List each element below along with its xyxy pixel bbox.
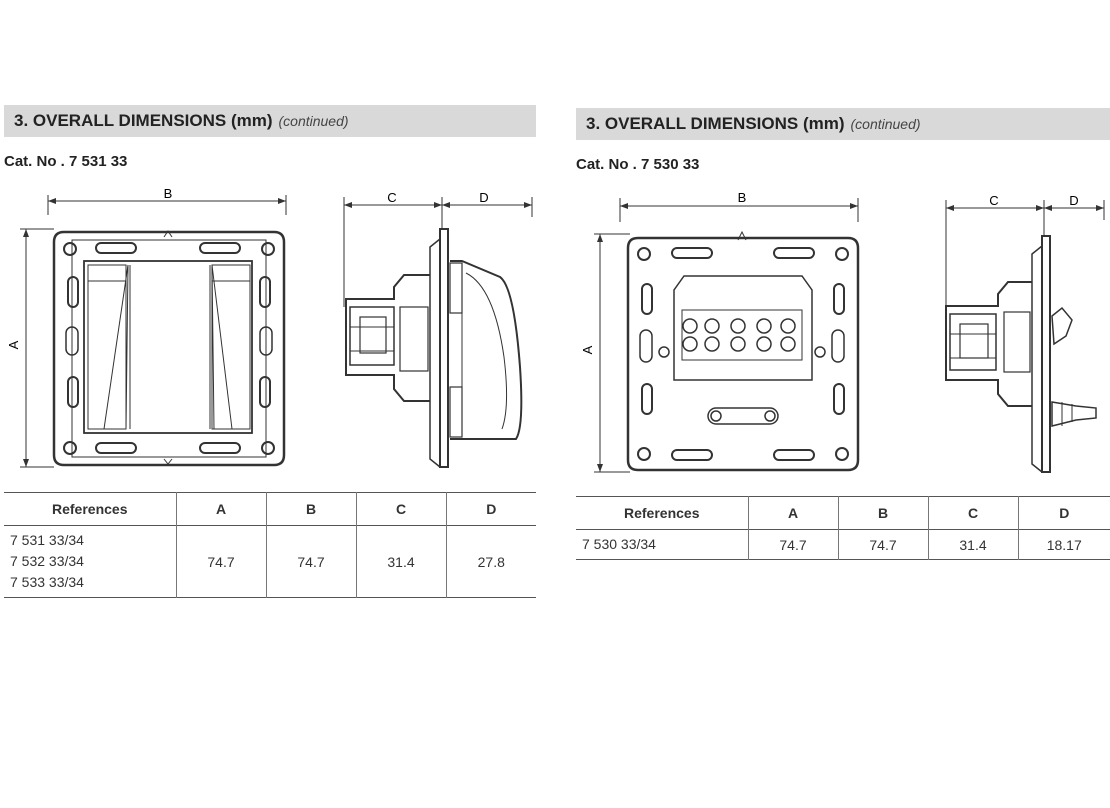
dimension-drawing: B A [4,177,536,477]
switch-side-view [345,228,523,468]
dim-label-c: C [387,190,396,205]
mechanism-front-view [626,230,860,472]
references-cell: 7 530 33/34 [576,530,748,560]
switch-drawing: B A [6,186,533,468]
value-d: 18.17 [1017,529,1110,560]
value-a: 74.7 [175,525,266,598]
reference-item: 7 533 33/34 [10,574,84,590]
dim-label-d: D [1069,193,1078,208]
reference-item: 7 532 33/34 [10,553,84,569]
reference-item: 7 530 33/34 [582,536,656,552]
dim-label-b: B [738,190,747,205]
section-continued: (continued) [278,113,349,129]
value-a: 74.7 [747,529,838,560]
references-cell: 7 531 33/34 7 532 33/34 7 533 33/34 [4,526,176,598]
header-c: C [355,492,446,526]
panel-cat-7-531-33: 3. OVERALL DIMENSIONS (mm) (continued) C… [4,105,536,598]
reference-item: 7 531 33/34 [10,532,84,548]
dimensions-table: References A B C D 7 531 33/34 7 532 33/… [4,492,536,598]
mechanism-drawing: B A [580,190,1105,473]
dim-label-c: C [989,193,998,208]
table-header-row: References A B C D [4,492,536,526]
header-d: D [445,492,536,526]
value-b: 74.7 [837,529,928,560]
table-row: 7 531 33/34 7 532 33/34 7 533 33/34 74.7… [4,525,536,598]
value-b: 74.7 [265,525,356,598]
header-d: D [1017,496,1110,530]
dim-label-a: A [6,340,21,349]
dimension-drawing: B A [576,180,1110,480]
panel-cat-7-530-33: 3. OVERALL DIMENSIONS (mm) (continued) C… [576,108,1110,560]
value-d: 27.8 [445,525,536,598]
table-header-row: References A B C D [576,496,1110,530]
section-header: 3. OVERALL DIMENSIONS (mm) (continued) [4,105,536,137]
catalog-number: Cat. No . 7 530 33 [576,156,700,173]
section-title: 3. OVERALL DIMENSIONS (mm) [586,114,845,133]
value-c: 31.4 [355,525,446,598]
dim-label-b: B [164,186,173,201]
header-a: A [747,496,838,530]
section-header: 3. OVERALL DIMENSIONS (mm) (continued) [576,108,1110,140]
mechanism-side-view [945,235,1097,473]
catalog-number: Cat. No . 7 531 33 [4,153,128,170]
dimensions-table: References A B C D 7 530 33/34 74.7 74.7… [576,496,1110,560]
section-continued: (continued) [850,116,921,132]
section-title: 3. OVERALL DIMENSIONS (mm) [14,111,273,130]
header-a: A [175,492,266,526]
header-b: B [837,496,928,530]
header-c: C [927,496,1018,530]
value-c: 31.4 [927,529,1018,560]
dim-label-d: D [479,190,488,205]
header-b: B [265,492,356,526]
dim-label-a: A [580,345,595,354]
header-references: References [624,505,700,521]
switch-front-view [52,230,286,467]
header-references: References [52,501,128,517]
table-row: 7 530 33/34 74.7 74.7 31.4 18.17 [576,529,1110,560]
